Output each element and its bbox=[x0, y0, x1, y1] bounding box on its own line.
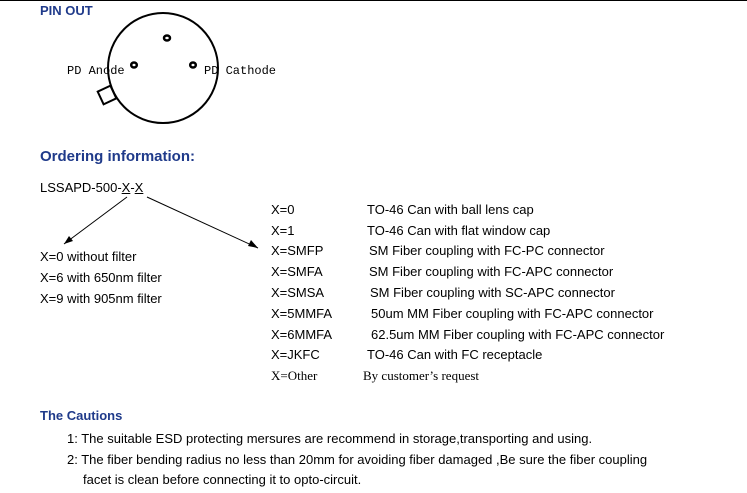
arrow-filter-line bbox=[63, 196, 128, 245]
option-code: X=5MMFA bbox=[271, 306, 333, 321]
part-x1: X bbox=[121, 180, 131, 195]
filter-item: X=9 with 905nm filter bbox=[40, 291, 162, 306]
ordering-heading: Ordering information: bbox=[40, 148, 195, 165]
part-prefix: LSSAPD-500- bbox=[40, 180, 122, 195]
filter-item: X=6 with 650nm filter bbox=[40, 270, 162, 285]
option-desc: TO-46 Can with FC receptacle bbox=[367, 347, 543, 362]
option-code: X=0 bbox=[271, 202, 295, 217]
option-desc: 50um MM Fiber coupling with FC-APC conne… bbox=[371, 306, 654, 321]
option-desc: 62.5um MM Fiber coupling with FC-APC con… bbox=[371, 327, 665, 342]
option-desc: By customer’s request bbox=[363, 368, 480, 383]
pd-anode-label: PD Anode bbox=[67, 64, 125, 78]
caution-item: 1: The suitable ESD protecting mersures … bbox=[67, 431, 593, 446]
package-tab bbox=[96, 84, 118, 106]
filter-item: X=0 without filter bbox=[40, 249, 137, 264]
option-desc: SM Fiber coupling with FC-APC connector bbox=[369, 264, 614, 279]
option-desc: SM Fiber coupling with SC-APC connector bbox=[370, 285, 615, 300]
pin-anode bbox=[129, 61, 139, 69]
part-sep: - bbox=[130, 180, 135, 195]
arrow-option-head bbox=[248, 240, 258, 248]
caution-item: facet is clean before connecting it to o… bbox=[83, 472, 362, 487]
pin-cathode bbox=[188, 61, 198, 69]
pd-cathode-label: PD Cathode bbox=[204, 64, 277, 78]
option-code: X=SMFA bbox=[271, 264, 323, 279]
option-code: X=SMFP bbox=[271, 243, 324, 258]
part-x2: X bbox=[134, 180, 144, 195]
option-desc: TO-46 Can with flat window cap bbox=[367, 223, 551, 238]
cautions-heading: The Cautions bbox=[40, 408, 123, 423]
pinout-heading: PIN OUT bbox=[40, 3, 93, 18]
pin-case bbox=[162, 34, 172, 42]
option-code: X=Other bbox=[271, 368, 318, 383]
option-desc: TO-46 Can with ball lens cap bbox=[367, 202, 534, 217]
option-code: X=6MMFA bbox=[271, 327, 333, 342]
option-code: X=1 bbox=[271, 223, 295, 238]
option-desc: SM Fiber coupling with FC-PC connector bbox=[369, 243, 605, 258]
arrow-option-line bbox=[146, 196, 259, 249]
caution-item: 2: The fiber bending radius no less than… bbox=[67, 452, 648, 467]
option-code: X=JKFC bbox=[271, 347, 320, 362]
option-code: X=SMSA bbox=[271, 285, 325, 300]
arrow-filter-head bbox=[64, 236, 73, 244]
package-outline bbox=[107, 12, 219, 124]
part-number: LSSAPD-500-X-X bbox=[40, 180, 143, 195]
top-rule bbox=[0, 0, 747, 1]
